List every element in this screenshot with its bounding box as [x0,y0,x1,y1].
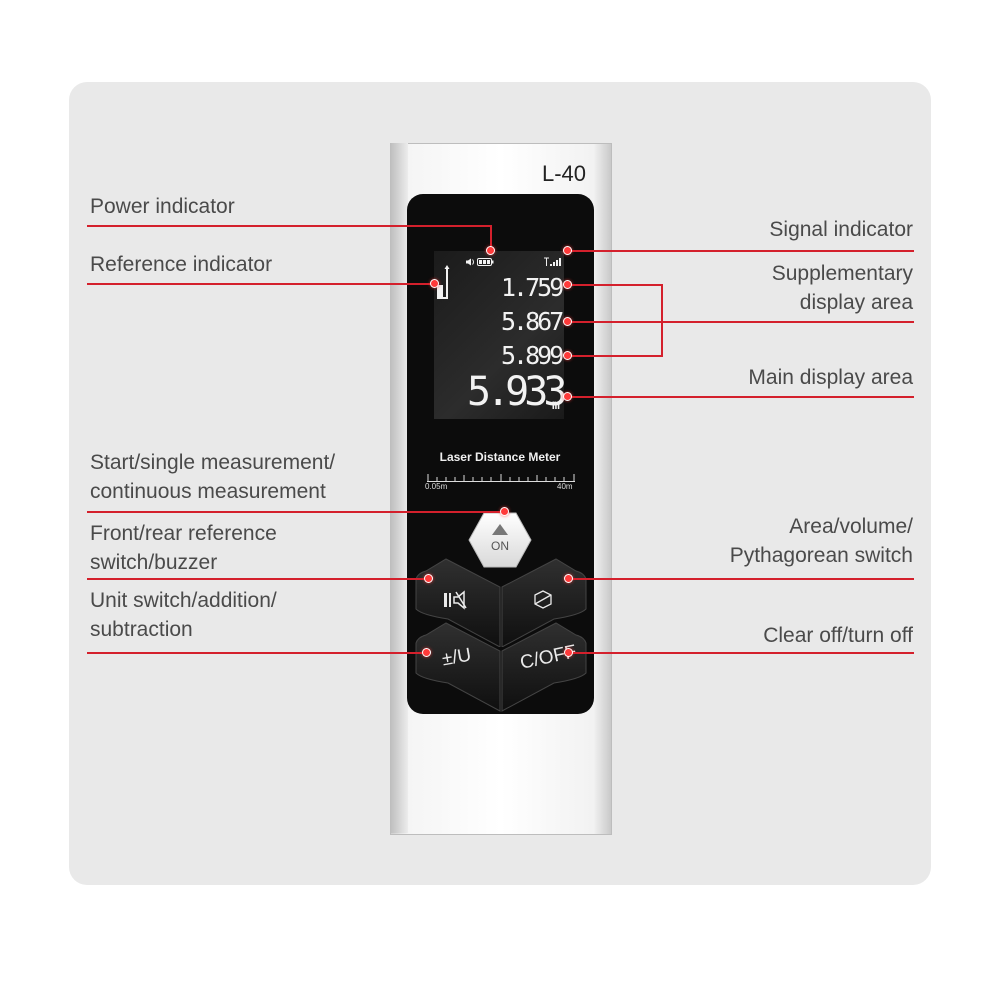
unit-switch-label-2: subtraction [90,618,193,641]
unit-button[interactable] [408,621,504,713]
supplementary-marker-2 [563,317,572,326]
supplementary-reading-3: 5.899 [501,341,564,370]
start-measurement-line [87,511,503,513]
speaker-icon [466,258,474,266]
signal-bars-icon [544,257,561,266]
range-scale [427,471,575,482]
area-volume-marker [564,574,573,583]
front-rear-label-2: switch/buzzer [90,551,218,574]
unit-switch-label-1: Unit switch/addition/ [90,589,277,612]
buzzer-reference-icon [444,590,467,610]
main-display-line [567,396,914,398]
area-volume-label-1: Area/volume/ [789,515,913,538]
signal-indicator-label: Signal indicator [769,218,913,241]
main-reading: 5.933 [467,369,567,415]
supplementary-marker-1 [563,280,572,289]
unit-switch-marker [422,648,431,657]
supplementary-label-1: Supplementary [771,262,913,285]
power-indicator-marker [486,246,495,255]
power-indicator-line-drop [490,225,492,249]
front-rear-marker [424,574,433,583]
start-measurement-label-1: Start/single measurement/ [90,451,336,474]
product-name: Laser Distance Meter [439,450,561,464]
on-label: ON [491,539,509,553]
clear-off-label: Clear off/turn off [763,624,913,647]
reference-bracket-icon [437,265,450,299]
laser-distance-meter: L-40 1.759 5.867 5.899 5.933 m Laser Dis… [390,143,612,835]
reference-indicator-line [87,283,433,285]
lcd-screen: 1.759 5.867 5.899 5.933 m [434,251,567,419]
main-display-label: Main display area [748,366,913,389]
front-rear-label-1: Front/rear reference [90,522,277,545]
supplementary-marker-3 [563,351,572,360]
area-volume-icon [534,590,552,609]
main-display-marker [563,392,572,401]
signal-indicator-line [567,250,914,252]
supplementary-bracket-top [567,284,663,286]
supplementary-line [567,321,914,323]
supplementary-bracket-bottom [567,355,663,357]
start-measurement-label-2: continuous measurement [90,480,326,503]
power-indicator-line [87,225,492,227]
start-measurement-marker [500,507,509,516]
unit-switch-line [87,652,425,654]
battery-icon [477,258,494,266]
reference-indicator-marker [430,279,439,288]
device-side-edge [390,143,408,833]
clear-off-button[interactable] [498,621,594,713]
area-volume-label-2: Pythagorean switch [729,544,913,567]
area-volume-line [568,578,914,580]
triangle-up-icon [492,524,508,535]
clear-off-line [568,652,914,654]
model-label: L-40 [542,161,587,186]
unit-label: m [552,398,560,413]
supplementary-label-2: display area [799,291,913,314]
supplementary-reading-1: 1.759 [501,273,564,302]
power-indicator-label: Power indicator [90,195,235,218]
on-button[interactable]: ON [468,512,532,568]
reference-indicator-label: Reference indicator [90,253,273,276]
scale-max-label: 40m [557,482,573,491]
supplementary-bracket-side [661,284,663,357]
signal-indicator-marker [563,246,572,255]
supplementary-reading-2: 5.867 [501,307,564,336]
clear-off-marker [564,648,573,657]
front-rear-line [87,578,427,580]
scale-min-label: 0.05m [425,482,448,491]
